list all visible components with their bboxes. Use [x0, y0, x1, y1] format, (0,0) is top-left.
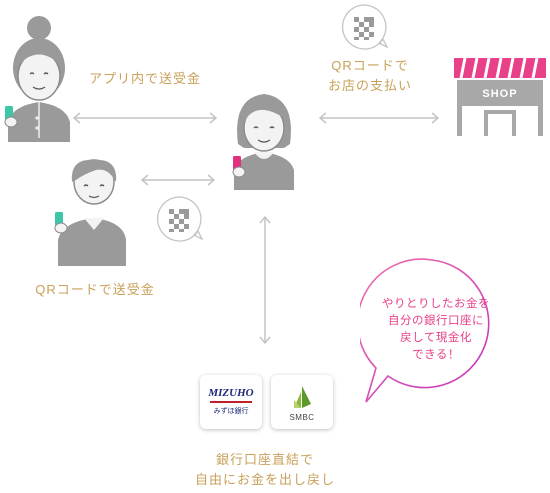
qr-speech-bubble-icon	[156, 196, 204, 242]
app-transfer-label: アプリ内で送受金	[88, 71, 201, 86]
bubble-line-4: できる！	[412, 349, 460, 361]
qr-shop-label-line1: QRコードで	[331, 58, 409, 73]
smbc-bank-logo: SMBC	[271, 375, 333, 429]
qr-shop-label-line2: お店の支払い	[327, 78, 412, 93]
shop-awning-icon	[454, 58, 546, 79]
qr-code-icon	[169, 209, 189, 232]
bubble-line-1: やりとりしたお金を	[382, 298, 490, 310]
double-arrow-icon	[72, 112, 218, 124]
bubble-message: やりとりしたお金を 自分の銀行口座に 戻して現金化 できる！	[370, 296, 502, 364]
qr-speech-bubble-icon	[341, 4, 389, 50]
qr-shop-label: QRコードで お店の支払い	[305, 56, 435, 96]
qr-code-icon	[354, 17, 374, 40]
mizuho-bank-logo: MIZUHO みずほ銀行	[200, 375, 262, 429]
bank-label-line2: 自由にお金を出し戻し	[194, 472, 335, 487]
mizuho-name: MIZUHO	[208, 387, 254, 399]
man-icon	[54, 159, 126, 266]
woman-top-left-icon	[4, 16, 70, 142]
bank-label-line1: 銀行口座直結で	[215, 452, 314, 467]
double-arrow-icon	[318, 112, 440, 124]
shop-icon: SHOP	[454, 58, 546, 136]
smbc-name: SMBC	[289, 413, 315, 422]
speech-bubble-icon	[360, 258, 490, 403]
smbc-leaf-icon	[294, 386, 311, 408]
mizuho-sub: みずほ銀行	[213, 408, 249, 415]
bubble-line-3: 戻して現金化	[400, 332, 472, 344]
qr-transfer-label: QRコードで送受金	[35, 282, 155, 297]
bank-direct-label: 銀行口座直結で 自由にお金を出し戻し	[160, 450, 370, 490]
double-arrow-icon	[140, 174, 216, 186]
shop-sign: SHOP	[482, 88, 518, 100]
double-arrow-icon	[259, 215, 271, 345]
woman-center-icon	[232, 94, 294, 190]
bubble-line-2: 自分の銀行口座に	[388, 315, 484, 327]
